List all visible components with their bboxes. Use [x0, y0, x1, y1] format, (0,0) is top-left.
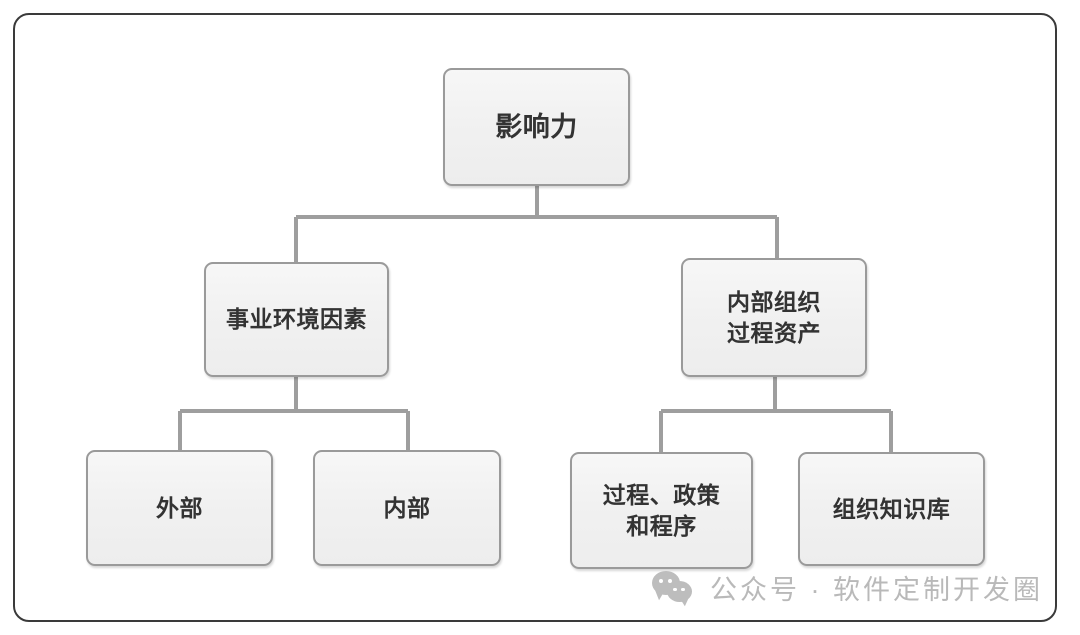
node-internal-label: 内部	[383, 494, 431, 521]
node-influence-label: 影响力	[495, 111, 578, 142]
node-organizational-process-assets-label: 内部组织过程资产	[727, 288, 821, 346]
node-enterprise-environmental-factors[interactable]: 事业环境因素	[204, 262, 389, 377]
node-influence[interactable]: 影响力	[443, 68, 630, 186]
node-external[interactable]: 外部	[86, 450, 273, 566]
node-processes-policies-procedures-label: 过程、政策和程序	[602, 481, 721, 539]
node-external-label: 外部	[156, 494, 203, 521]
watermark: 公众号 · 软件定制开发圈	[652, 568, 1043, 607]
wechat-icon	[652, 570, 696, 605]
node-organizational-knowledge-base[interactable]: 组织知识库	[798, 452, 985, 566]
node-organizational-knowledge-base-label: 组织知识库	[832, 495, 951, 522]
node-enterprise-environmental-factors-label: 事业环境因素	[226, 306, 367, 333]
watermark-text: 公众号 · 软件定制开发圈	[710, 575, 1043, 605]
node-internal[interactable]: 内部	[313, 450, 501, 566]
node-processes-policies-procedures[interactable]: 过程、政策和程序	[570, 452, 753, 569]
node-organizational-process-assets[interactable]: 内部组织过程资产	[681, 258, 867, 377]
